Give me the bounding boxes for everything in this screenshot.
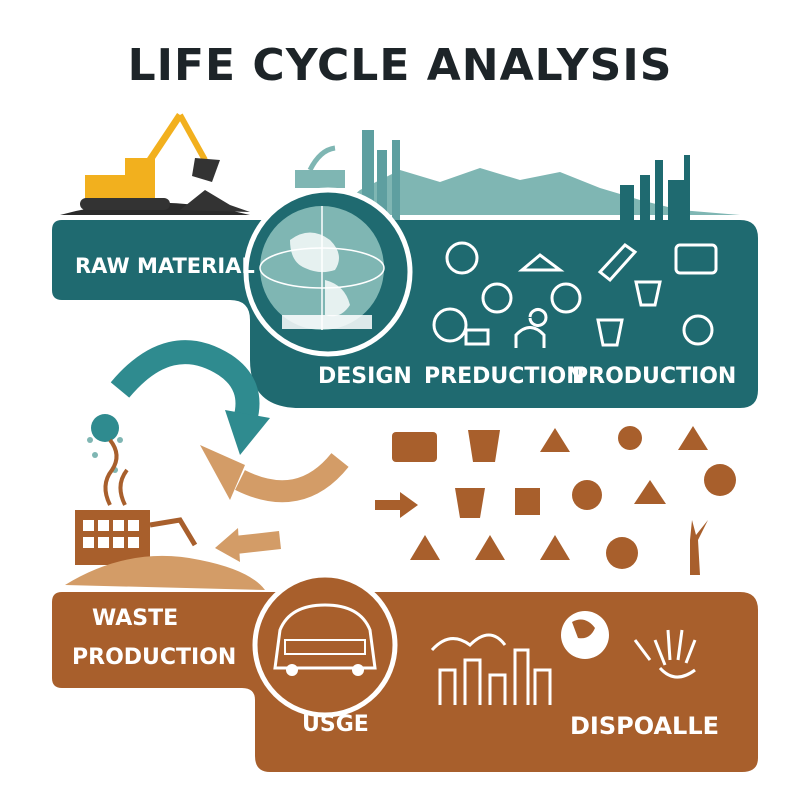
cycle-arrow-tan-icon <box>200 445 349 562</box>
globe-icon <box>87 414 123 473</box>
rocket-icon <box>682 314 714 346</box>
label-design: DESIGN <box>318 364 412 389</box>
cup-icon <box>455 488 485 518</box>
excavator-small-icon <box>295 145 345 188</box>
raw-material-panel <box>52 220 758 408</box>
top-landscape <box>330 130 740 220</box>
factory-icon <box>65 510 265 590</box>
hand-icon <box>515 488 540 515</box>
globe-icon <box>606 537 638 569</box>
smoke-icon <box>103 438 129 506</box>
tool-icon <box>597 243 638 283</box>
recycle-icon <box>540 535 570 560</box>
recycle-icon <box>475 535 505 560</box>
recycle-icon <box>634 480 666 504</box>
recycle-icon <box>540 428 570 452</box>
page-title: LIFE CYCLE ANALYSIS <box>127 40 673 91</box>
arrows-icon <box>375 492 418 518</box>
city-skyline-icon <box>430 633 552 705</box>
car-icon <box>252 572 398 718</box>
person-icon <box>514 308 548 348</box>
plant-icon <box>690 520 708 575</box>
tree-icon <box>618 426 642 450</box>
label-usge: USGE <box>302 712 369 737</box>
label-raw-material: RAW MATERIAL <box>75 254 255 278</box>
bottles-icon <box>392 432 437 462</box>
hand-icon <box>633 629 697 679</box>
label-waste: WASTE <box>92 606 179 631</box>
label-dispoalle: DISPOALLE <box>570 712 720 740</box>
globe-icon <box>481 282 513 314</box>
globe-icon <box>432 307 468 343</box>
globe-icon <box>561 611 609 659</box>
globe-icon <box>243 187 413 357</box>
cup-icon <box>468 430 500 462</box>
cycle-arrow-teal-icon <box>110 340 270 455</box>
cup-icon <box>596 318 624 347</box>
recycle-icon <box>678 426 708 450</box>
book-icon <box>517 253 565 272</box>
excavator-icon <box>60 113 250 215</box>
label-waste-production: PRODUCTION <box>72 645 237 670</box>
cup-icon <box>634 280 662 307</box>
recycle-icon <box>445 241 479 275</box>
globe-icon <box>572 480 602 510</box>
globe-icon <box>704 464 736 496</box>
recycle-icon <box>410 535 440 560</box>
label-preduction: PREDUCTION <box>424 364 585 389</box>
cup-icon <box>464 328 490 346</box>
globe-icon <box>550 282 582 314</box>
label-production: PRODUCTION <box>572 364 737 389</box>
camera-icon <box>674 243 718 275</box>
